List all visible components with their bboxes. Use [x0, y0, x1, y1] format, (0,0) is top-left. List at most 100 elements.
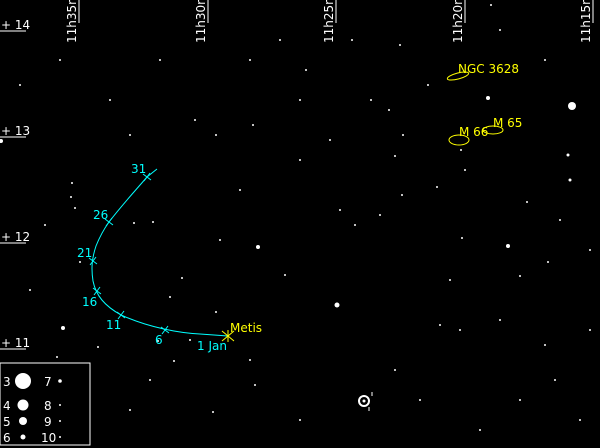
planet-symbol [358, 395, 370, 407]
planet-center [362, 399, 366, 403]
star [19, 84, 21, 86]
star [427, 84, 429, 86]
star [479, 429, 481, 431]
star [486, 96, 490, 100]
star [97, 346, 99, 348]
legend-mag: 6 [3, 431, 11, 445]
asteroid-name: Metis [230, 321, 262, 335]
star [129, 134, 131, 136]
star [299, 419, 301, 421]
star [354, 224, 356, 226]
star [59, 59, 61, 61]
galaxy-ellipse [482, 125, 504, 135]
star [239, 189, 241, 191]
star [252, 124, 254, 126]
star [579, 419, 581, 421]
star [329, 139, 331, 141]
star [61, 326, 65, 330]
star [589, 329, 591, 331]
star [544, 344, 546, 346]
legend-star [19, 417, 27, 425]
date-label: 26 [93, 208, 108, 222]
star [0, 139, 3, 143]
star [419, 399, 421, 401]
star [568, 102, 576, 110]
star [149, 379, 151, 381]
star [461, 237, 463, 239]
asteroid-marker [221, 330, 235, 342]
galaxy-label: M 65 [493, 116, 522, 130]
star [589, 249, 591, 251]
star [544, 59, 546, 61]
star [249, 359, 251, 361]
star [181, 277, 183, 279]
star [299, 99, 301, 101]
star [439, 324, 441, 326]
star [79, 261, 81, 263]
date-label: 31 [131, 162, 146, 176]
star [284, 274, 286, 276]
date-label: 16 [82, 295, 97, 309]
star [173, 360, 175, 362]
star [129, 409, 131, 411]
date-tick [142, 172, 152, 182]
star [449, 279, 451, 281]
star [394, 369, 396, 371]
star [334, 302, 340, 308]
date-label: 21 [77, 246, 92, 260]
star [299, 159, 301, 161]
star [554, 379, 556, 381]
dec-label: + 14 [1, 18, 30, 32]
date-label: 1 Jan [197, 339, 227, 353]
legend-star [59, 436, 61, 438]
galaxy-label: M 66 [459, 125, 488, 139]
star [109, 99, 111, 101]
star [351, 39, 353, 41]
star [402, 134, 404, 136]
star [71, 182, 73, 184]
star [305, 69, 307, 71]
star [566, 153, 570, 157]
star [254, 384, 256, 386]
star [339, 209, 341, 211]
star [379, 214, 381, 216]
date-tick [160, 325, 170, 335]
legend-star [59, 420, 61, 422]
track-line [91, 168, 229, 337]
star [70, 196, 72, 198]
star [401, 194, 403, 196]
star [519, 275, 521, 277]
legend-box [0, 362, 91, 446]
legend-star [58, 379, 62, 383]
star [547, 261, 549, 263]
star [499, 29, 501, 31]
star [215, 134, 217, 136]
star [212, 411, 214, 413]
star [219, 239, 221, 241]
star [499, 319, 501, 321]
legend-star [59, 404, 61, 406]
legend-mag: 10 [41, 431, 56, 445]
star [459, 329, 461, 331]
date-label: 6 [155, 333, 163, 347]
legend-mag: 3 [3, 375, 11, 389]
ra-label: 11h25m [322, 0, 336, 43]
star [559, 219, 561, 221]
date-tick [92, 286, 102, 296]
star [194, 119, 196, 121]
star [460, 149, 462, 151]
legend-mag: 4 [3, 399, 11, 413]
date-tick [104, 217, 114, 227]
star [388, 109, 390, 111]
planet-marks [368, 392, 373, 411]
star [394, 155, 396, 157]
galaxy-ellipse [448, 134, 470, 146]
star [256, 245, 260, 249]
legend-mag: 5 [3, 415, 11, 429]
galaxy-label: NGC 3628 [458, 62, 519, 76]
